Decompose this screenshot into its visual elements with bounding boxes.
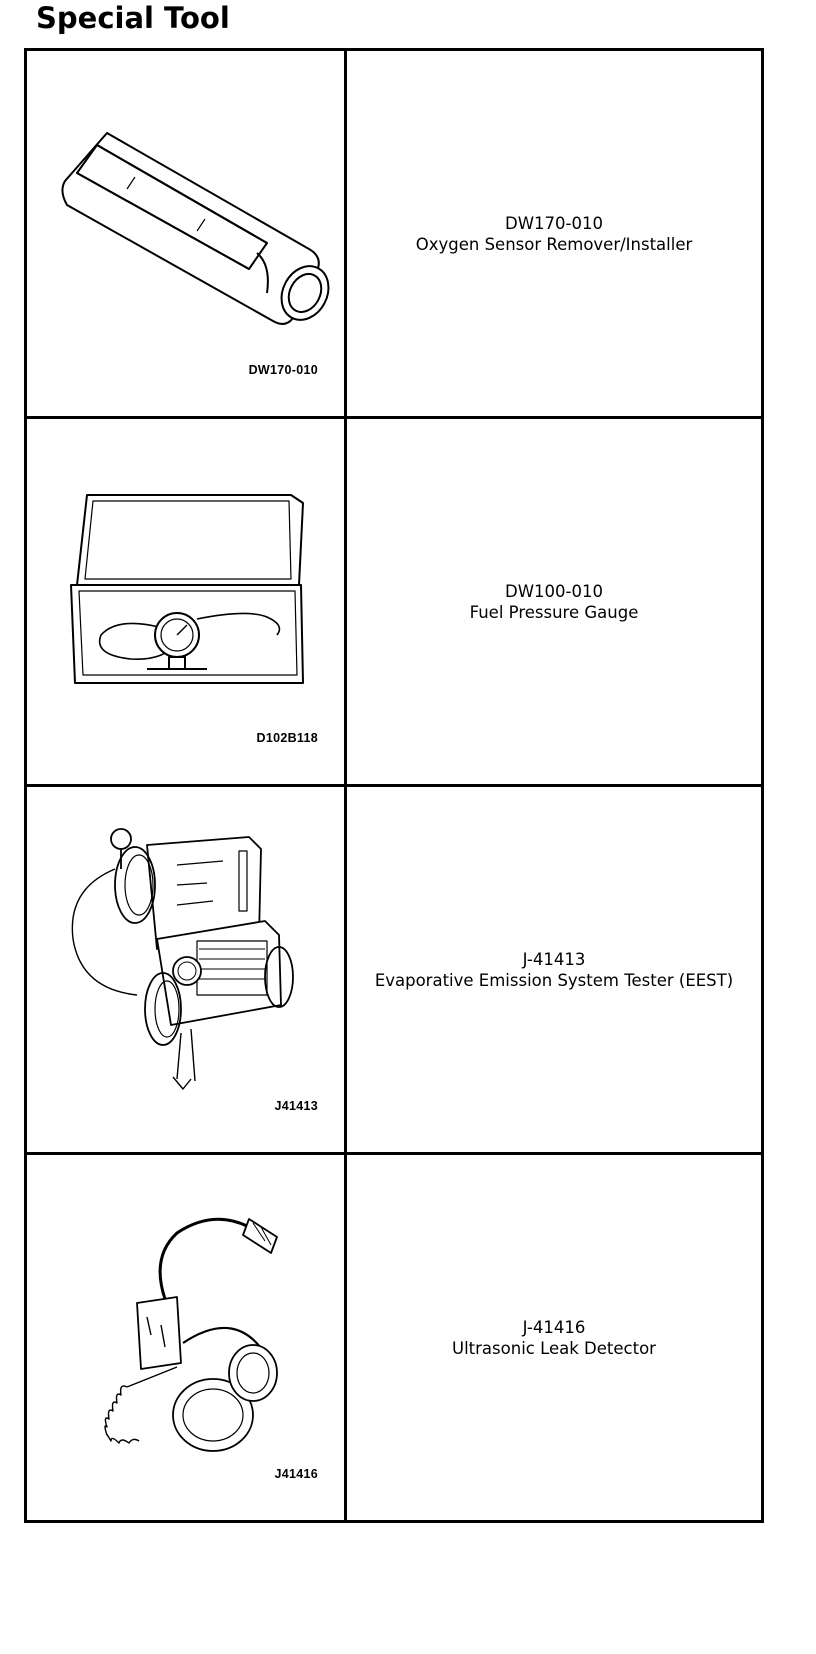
tool-description-cell: DW100-010 Fuel Pressure Gauge bbox=[344, 416, 764, 787]
tool-description: Oxygen Sensor Remover/Installer bbox=[415, 234, 693, 254]
oxygen-sensor-socket-icon bbox=[61, 131, 330, 325]
tool-description: Evaporative Emission System Tester (EEST… bbox=[374, 970, 734, 990]
page-title: Special Tool bbox=[36, 1, 230, 35]
figure-code: DW170-010 bbox=[248, 362, 318, 377]
tool-part-number: DW100-010 bbox=[505, 581, 603, 601]
table-row: DW170-010 DW170-010 Oxygen Sensor Remove… bbox=[24, 48, 764, 419]
tool-description: Fuel Pressure Gauge bbox=[469, 602, 639, 622]
tool-image-cell: D102B118 bbox=[24, 416, 347, 787]
leak-detector-headset-icon bbox=[104, 1217, 278, 1452]
tool-description-cell: J-41413 Evaporative Emission System Test… bbox=[344, 784, 764, 1155]
tool-image-cell: DW170-010 bbox=[24, 48, 347, 419]
fuel-pressure-gauge-icon bbox=[70, 493, 304, 684]
table-row: J41416 J-41416 Ultrasonic Leak Detector bbox=[24, 1152, 764, 1523]
figure-code: D102B118 bbox=[256, 730, 318, 745]
tool-image-cell: J41413 bbox=[24, 784, 347, 1155]
figure-code: J41416 bbox=[274, 1466, 318, 1481]
tool-part-number: J-41413 bbox=[522, 949, 586, 969]
table-row: D102B118 DW100-010 Fuel Pressure Gauge bbox=[24, 416, 764, 787]
figure-code: J41413 bbox=[274, 1098, 318, 1113]
table-row: J41413 J-41413 Evaporative Emission Syst… bbox=[24, 784, 764, 1155]
tool-image-cell: J41416 bbox=[24, 1152, 347, 1523]
tool-part-number: J-41416 bbox=[522, 1317, 586, 1337]
tool-description-cell: DW170-010 Oxygen Sensor Remover/Installe… bbox=[344, 48, 764, 419]
special-tool-table: DW170-010 DW170-010 Oxygen Sensor Remove… bbox=[24, 48, 764, 1523]
tool-part-number: DW170-010 bbox=[505, 213, 603, 233]
tool-description: Ultrasonic Leak Detector bbox=[452, 1338, 656, 1358]
tool-description-cell: J-41416 Ultrasonic Leak Detector bbox=[344, 1152, 764, 1523]
emission-tester-icon bbox=[71, 827, 294, 1090]
